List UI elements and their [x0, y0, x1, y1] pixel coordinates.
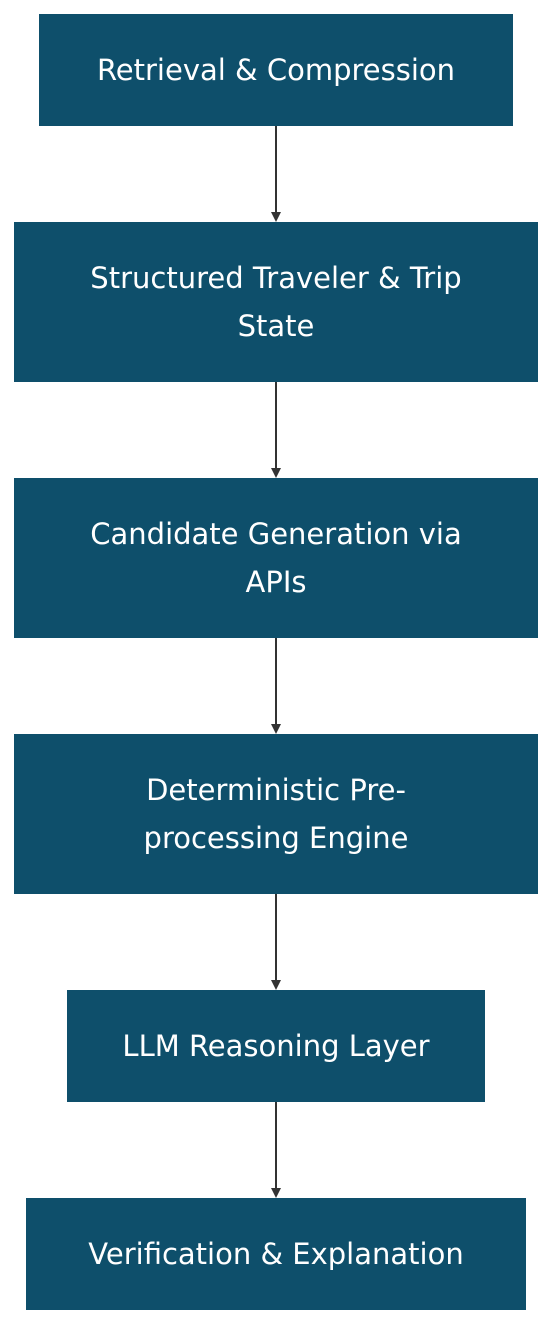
node-label: Candidate Generation via APIs	[90, 517, 462, 599]
node-verification-explanation: Verification & Explanation	[26, 1198, 526, 1310]
node-label: Retrieval & Compression	[96, 53, 456, 87]
node-retrieval-compression: Retrieval & Compression	[39, 14, 513, 126]
node-label: LLM Reasoning Layer	[122, 1029, 430, 1063]
node-label: Deterministic Pre-processing Engine	[143, 773, 409, 855]
node-candidate-generation: Candidate Generation via APIs	[14, 478, 538, 638]
node-llm-reasoning: LLM Reasoning Layer	[67, 990, 485, 1102]
node-label: Verification & Explanation	[88, 1237, 464, 1271]
node-structured-traveler-trip-state: Structured Traveler & Trip State	[14, 222, 538, 382]
node-label: Structured Traveler & Trip State	[90, 261, 462, 343]
node-deterministic-preprocessing: Deterministic Pre-processing Engine	[14, 734, 538, 894]
